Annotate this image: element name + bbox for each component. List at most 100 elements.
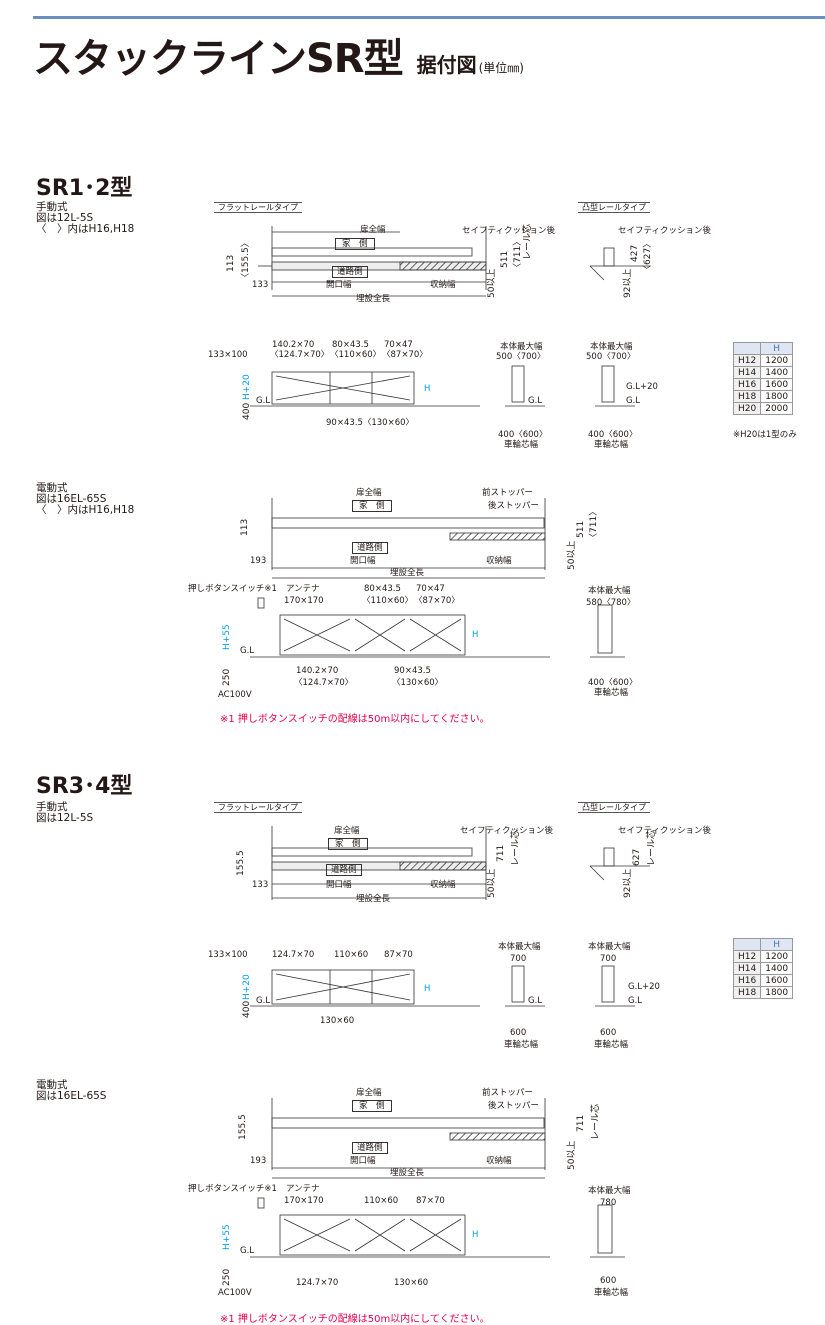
lbl-e70b: 〈87×70〉 (414, 596, 460, 606)
lbl2-H-e: H (472, 1230, 479, 1240)
lbl-e80: 80×43.5 (364, 584, 401, 594)
lbl2-155: 155.5 (236, 850, 246, 876)
lbl-house: 家 側 (335, 238, 375, 250)
footnote-1: ※1 押しボタンスイッチの配線は50m以内にしてください。 (220, 714, 490, 725)
lbl-gl-e: G.L (240, 646, 255, 656)
lbl-switch: 押しボタンスイッチ※1 (188, 584, 277, 594)
lbl-e80b: 〈110×60〉 (362, 596, 414, 606)
lbl2-700b: 700 (600, 954, 617, 964)
lbl2-road-e: 道路側 (352, 1142, 388, 1154)
lbl2-road: 道路側 (326, 864, 362, 876)
lbl-opening: 開口幅 (326, 280, 352, 290)
lbl2-rail: レール芯 (511, 829, 521, 866)
lbl-427: 427 (630, 244, 640, 262)
section-title-sr12: SR1･2型 (36, 176, 133, 201)
lbl2-130: 130×60 (320, 1016, 355, 1026)
table-note: ※H20は1型のみ (733, 430, 797, 440)
lbl-50: 50以上 (487, 268, 497, 298)
lbl2-50e: 50以上 (567, 1140, 577, 1170)
lbl2-711: 711 (496, 844, 506, 862)
lbl2-600b: 600 (600, 1028, 617, 1038)
lbl-wheel-a: 車輪芯幅 (504, 440, 539, 450)
lbl2-124e: 124.7×70 (296, 1278, 339, 1288)
lbl2-700a: 700 (510, 954, 527, 964)
lbl2-antenna: アンテナ (286, 1184, 320, 1194)
lbl2-87: 87×70 (384, 950, 413, 960)
lbl2-storage-e: 収納幅 (486, 1156, 512, 1166)
lbl2-130e: 130×60 (394, 1278, 429, 1288)
lbl-antenna: アンテナ (286, 584, 320, 594)
lbl-front-stop: 前ストッパー (482, 488, 534, 498)
lbl-70: 70×47 (384, 340, 413, 350)
lbl-133x100: 133×100 (208, 350, 248, 360)
lbl2-opening-e: 開口幅 (350, 1156, 376, 1166)
lbl-50e: 50以上 (567, 540, 577, 570)
manual-note-2: 手動式 図は12L-5S (36, 801, 94, 824)
lbl2-front-stop: 前ストッパー (482, 1088, 534, 1098)
lbl2-wheel-e: 車輪芯幅 (594, 1288, 629, 1298)
lbl-h20: H+20 (242, 374, 252, 400)
lbl2-opening: 開口幅 (326, 880, 352, 890)
lbl-400a: 400〈600〉 (498, 430, 548, 440)
lbl2-door-width-e: 扉全幅 (356, 1088, 382, 1098)
lbl2-gl20: G.L+20 (628, 982, 660, 992)
lbl2-110e: 110×60 (364, 1196, 399, 1206)
lbl-400e: 400〈600〉 (588, 678, 638, 688)
side-view-1a (505, 365, 545, 407)
lbl2-house: 家 側 (328, 838, 368, 850)
lbl-opening-e: 開口幅 (350, 556, 376, 566)
lbl-250: 250 (222, 668, 232, 686)
lbl-total-e: 埋設全長 (390, 568, 425, 578)
lbl2-627: 627 (632, 848, 642, 866)
lbl2-H: H (424, 984, 431, 994)
header-rule (33, 16, 825, 19)
lbl2-total-e: 埋設全長 (390, 1168, 425, 1178)
lbl-road: 道路側 (332, 266, 368, 278)
lbl2-87e: 87×70 (416, 1196, 445, 1206)
lbl2-cushion-c: セイフティクッション後 (618, 826, 711, 836)
lbl2-50: 50以上 (487, 868, 497, 898)
lbl2-gl-b: G.L (628, 996, 643, 1006)
lbl2-cushion: セイフティクッション後 (460, 826, 553, 836)
lbl-total: 埋設全長 (356, 294, 391, 304)
lbl-h55: H+55 (222, 624, 232, 650)
lbl-170: 170×170 (284, 596, 324, 606)
side-view-1e (590, 604, 625, 658)
lbl-gl-b: G.L (626, 396, 641, 406)
elevation-2 (250, 969, 480, 1007)
lbl-H: H (424, 384, 431, 394)
electric-elevation-2 (250, 1197, 550, 1258)
lbl-cushion-c: セイフティクッション後 (618, 226, 711, 236)
footnote-2: ※1 押しボタンスイッチの配線は50m以内にしてください。 (220, 1314, 490, 1325)
side-view-1b (595, 365, 635, 407)
lbl-ac: AC100V (218, 690, 252, 700)
lbl2-bodymax-a: 本体最大幅 (498, 942, 541, 952)
lbl-580: 580〈780〉 (586, 598, 636, 608)
lbl2-total: 埋設全長 (356, 894, 391, 904)
lbl-gl-a: G.L (528, 396, 543, 406)
lbl2-gl-a: G.L (528, 996, 543, 1006)
lbl-bodymax-b: 本体最大幅 (590, 342, 633, 352)
section-title-sr34: SR3･4型 (36, 774, 133, 799)
lbl-90: 90×43.5〈130×60〉 (326, 418, 415, 428)
page-title: スタックラインSR型据付図(単位㎜) (33, 36, 524, 82)
lbl-gl: G.L (256, 396, 271, 406)
lbl2-124: 124.7×70 (272, 950, 315, 960)
lbl2-600e: 600 (600, 1276, 617, 1286)
lbl2-711e: 711 (576, 1114, 586, 1132)
lbl2-133: 133 (252, 880, 269, 890)
lbl-133: 133 (252, 280, 269, 290)
lbl2-780: 780 (600, 1198, 617, 1208)
lbl-155: 〈155.5〉 (241, 238, 251, 282)
lbl2-193: 193 (250, 1156, 267, 1166)
lbl2-house-e: 家 側 (352, 1100, 392, 1112)
lbl-H-e: H (472, 630, 479, 640)
lbl-cushion: セイフティクッション後 (462, 226, 555, 236)
side-view-2a (505, 965, 545, 1007)
lbl-house-e: 家 側 (352, 500, 392, 512)
lbl-bodymax-a: 本体最大幅 (500, 342, 543, 352)
lbl2-rail-c: レール芯 (647, 829, 657, 866)
tag-convex-rail-2: 凸型レールタイプ (578, 802, 650, 813)
